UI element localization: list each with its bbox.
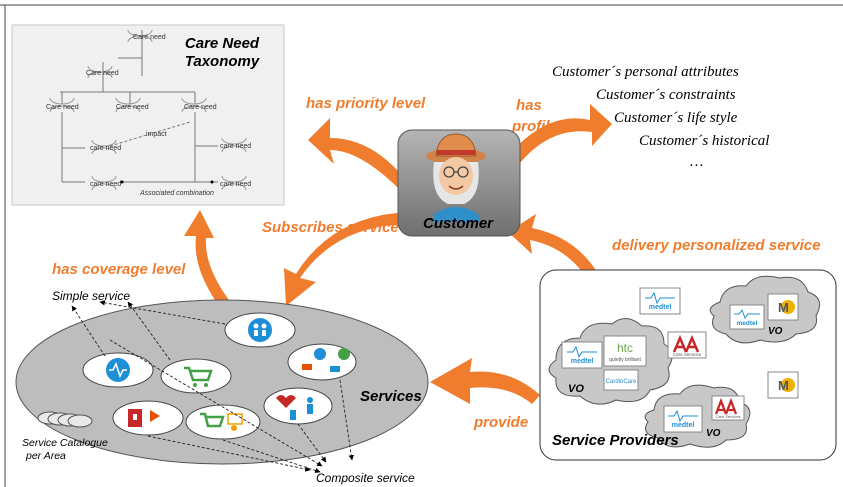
svg-text:Care Services: Care Services (715, 414, 740, 419)
combination-dot (120, 180, 124, 184)
aa-care-logo: Care Services (711, 395, 745, 421)
svg-text:medtel: medtel (571, 358, 594, 365)
arrow-delivery-personalized-service (508, 214, 610, 305)
profile-ellipsis: … (690, 154, 703, 170)
service-heartbeat-icon (82, 352, 154, 388)
taxonomy-background (11, 24, 285, 206)
services-label: Services (360, 388, 422, 405)
svg-text:medtel: medtel (649, 304, 672, 311)
simple-service-label: Simple service (52, 289, 130, 303)
medtel-logo: medtel (729, 304, 765, 330)
label-provide: provide (473, 414, 528, 431)
htc-logo: htc quietly brilliant (603, 335, 647, 367)
m-brand-logo: M (767, 293, 799, 321)
arrow-has-profile (505, 104, 612, 168)
label-delivery-personalized-service: delivery personalized service (612, 237, 820, 254)
medtel-logo: medtel (663, 405, 703, 433)
svg-text:quietly brilliant: quietly brilliant (609, 357, 641, 363)
simple-composite-links (71, 300, 354, 474)
service-telecare-icon (287, 343, 357, 381)
taxonomy-title-line1: Care Need (185, 35, 260, 52)
service-providers-label: Service Providers (552, 432, 679, 449)
label-has-profile-line2: profile (511, 118, 558, 135)
grandma-avatar-icon (426, 133, 486, 222)
relation-arrows (184, 104, 612, 404)
label-has-profile-line1: has (516, 97, 542, 114)
cardiocare-logo: CardioCare (603, 369, 639, 391)
taxonomy-impact-label: impact (146, 131, 167, 138)
vo-label: VO (706, 428, 721, 439)
service-health-family-icon (263, 387, 333, 425)
service-cart-consult-icon (185, 404, 261, 440)
taxonomy-node: Care need (86, 70, 119, 77)
aa-care-logo: Care Services (667, 331, 707, 359)
taxonomy-node: Care need (133, 34, 166, 41)
care-need-taxonomy-panel: Care need Care need Care need Care need … (11, 24, 285, 206)
svg-text:M: M (778, 300, 789, 315)
catalogue-label-line1: Service Catalogue (22, 437, 108, 449)
medtel-logo: medtel (639, 287, 681, 315)
svg-text:Care Services: Care Services (673, 352, 702, 357)
arrow-provide (430, 358, 540, 404)
svg-text:M: M (778, 378, 789, 393)
profile-attribute: Customer´s personal attributes (552, 64, 739, 80)
svg-text:CardioCare: CardioCare (606, 379, 637, 385)
label-has-coverage-level: has coverage level (52, 261, 186, 278)
svg-text:htc: htc (617, 341, 633, 355)
m-brand-logo: M (767, 371, 799, 399)
svg-text:medtel: medtel (672, 422, 695, 429)
svg-text:medtel: medtel (737, 320, 758, 327)
services-group: Simple service Composite service Service… (15, 289, 429, 485)
taxonomy-tree-lines (60, 30, 218, 183)
label-subscribes-service: Subscribes service (262, 219, 399, 236)
service-providers-panel: medtel medtel medtel medtel htc quietly … (539, 269, 837, 461)
taxonomy-node: Care need (116, 104, 149, 111)
taxonomy-title-line2: Taxonomy (185, 53, 260, 70)
customer-label: Customer (423, 215, 494, 232)
customer-node: Customer (397, 129, 521, 237)
vo-label: VO (768, 326, 783, 337)
service-cart-icon (160, 358, 232, 394)
vo-label: VO (568, 383, 584, 395)
taxonomy-combination-label: Associated combination (139, 190, 214, 197)
profile-attribute: Customer´s constraints (596, 87, 736, 103)
taxonomy-node: care need (220, 181, 251, 188)
service-family-icon (224, 312, 296, 348)
label-has-priority-level: has priority level (306, 95, 426, 112)
arrow-has-priority-level (308, 118, 406, 190)
taxonomy-node: care need (220, 143, 251, 150)
taxonomy-node: care need (90, 145, 121, 152)
taxonomy-node-arcs (49, 29, 247, 191)
profile-attribute: Customer´s historical (639, 133, 769, 149)
medtel-logo: medtel (561, 341, 603, 369)
service-catalogue-icon (37, 411, 93, 428)
catalogue-label-line2: per Area (25, 450, 66, 462)
customer-profile-list: Customer´s personal attributes Customer´… (552, 64, 769, 170)
arrow-has-coverage-level (184, 210, 232, 310)
taxonomy-node: care need (90, 181, 121, 188)
combination-dot (210, 180, 214, 184)
profile-attribute: Customer´s life style (614, 110, 738, 126)
taxonomy-node: Care need (46, 104, 79, 111)
service-security-icon (112, 400, 184, 436)
composite-service-label: Composite service (316, 471, 415, 485)
taxonomy-node: Care need (184, 104, 217, 111)
